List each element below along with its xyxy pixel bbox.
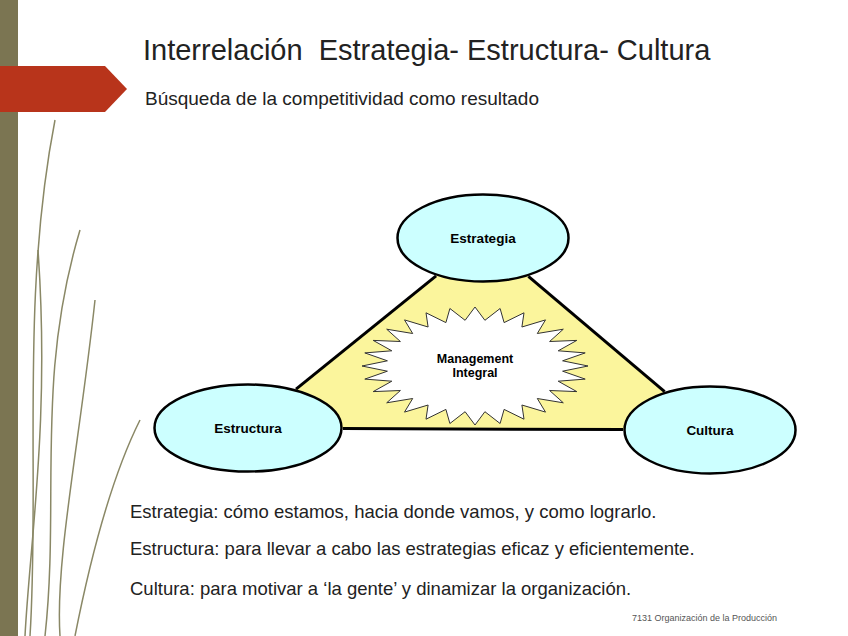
ellipse-node: Estructura [153,383,343,473]
definition-text: Estructura: para llevar a cabo las estra… [130,538,695,560]
starburst-node: Management Integral [360,305,590,427]
node-text: Cultura [686,423,733,438]
ellipse-shape [625,387,796,474]
subtitle: Búsqueda de la competitividad como resul… [145,88,539,110]
definition-text: Cultura: para motivar a ‘la gente’ y din… [130,578,631,600]
ellipse-shape [155,385,342,472]
node-text: Estrategia [450,231,515,246]
grass-lines [25,120,140,636]
slide-title: Interrelación Estrategia- Estructura- Cu… [143,34,710,67]
ellipse-shape [398,195,569,282]
definition-text: Estrategia: cómo estamos, hacia donde va… [130,501,656,523]
starburst-shape [362,307,588,425]
triangle-side [343,428,623,429]
ellipse-node: Cultura [623,385,797,475]
node-text: Estructura [214,421,282,436]
node-text: Management Integral [425,352,525,381]
footer-text: 7131 Organización de la Producción [632,613,777,623]
ellipse-node: Estrategia [396,193,570,283]
title-arrow [0,66,127,112]
